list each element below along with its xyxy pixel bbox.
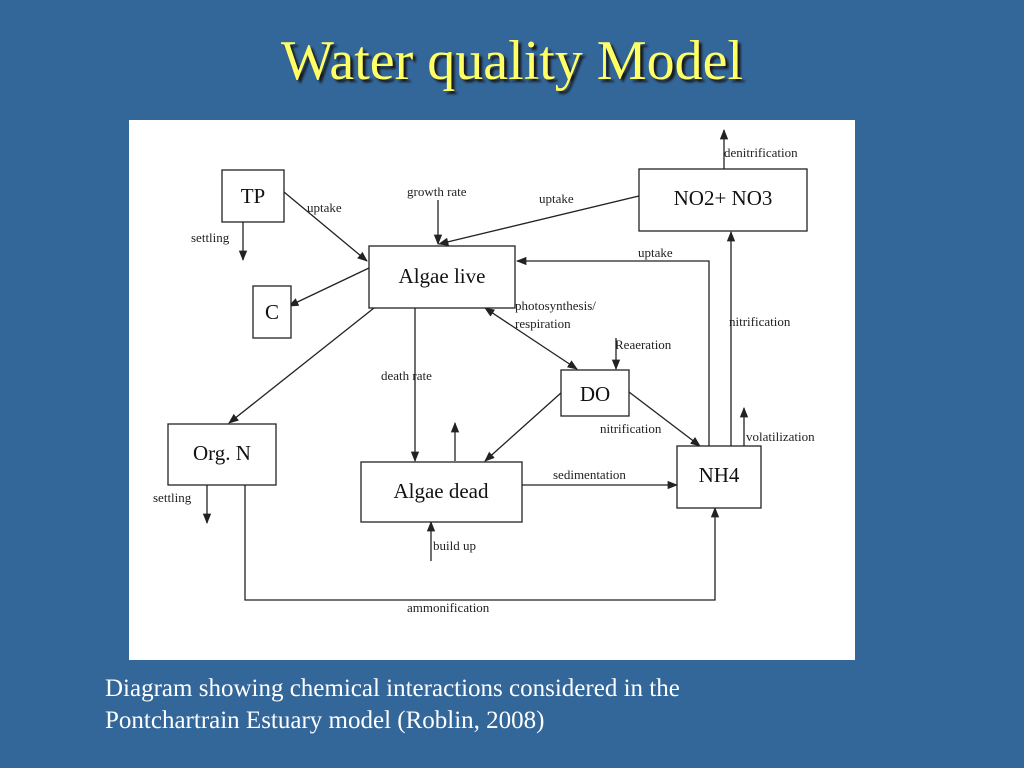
node-org-n: Org. N (167, 423, 277, 486)
node-do-label: DO (580, 382, 610, 406)
node-do: DO (560, 369, 630, 417)
label-uptake-tp: uptake (307, 200, 342, 215)
node-algae-dead: Algae dead (360, 461, 523, 523)
label-denitrification: denitrification (724, 145, 798, 160)
caption-line-1: Diagram showing chemical interactions co… (105, 675, 680, 702)
label-settling-tp: settling (191, 230, 230, 245)
node-c-label: C (265, 300, 279, 324)
label-uptake-no3: uptake (539, 191, 574, 206)
node-nh4-label: NH4 (699, 463, 740, 487)
caption-line-2: Pontchartrain Estuary model (Roblin, 200… (105, 707, 545, 734)
slide-title: Water quality Model (280, 30, 744, 92)
label-respiration: respiration (515, 316, 571, 331)
node-algae-dead-label: Algae dead (393, 479, 489, 503)
node-algae-live: Algae live (368, 245, 516, 309)
label-death-rate: death rate (381, 368, 432, 383)
label-reaeration: Reaeration (615, 337, 672, 352)
diagram-panel: TP C Algae live NO2+ NO3 DO Org. N Algae… (129, 120, 855, 660)
caption: Diagram showing chemical interactions co… (105, 673, 905, 737)
node-org-n-label: Org. N (193, 441, 251, 465)
flow-diagram: TP C Algae live NO2+ NO3 DO Org. N Algae… (153, 128, 815, 615)
edge-algae-c (288, 267, 370, 307)
label-nitrification-upper: nitrification (729, 314, 791, 329)
node-no2-no3: NO2+ NO3 (638, 168, 808, 232)
label-build-up: build up (433, 538, 476, 553)
node-tp: TP (221, 169, 285, 223)
edges (202, 128, 749, 601)
node-no2-no3-label: NO2+ NO3 (674, 186, 773, 210)
label-volatilization: volatilization (746, 429, 815, 444)
edge-no3-algae (437, 195, 640, 246)
edge-do-nh4 (628, 391, 701, 447)
edge-labels: uptake settling growth rate uptake denit… (153, 145, 815, 615)
edge-do-algaedead (484, 391, 563, 462)
edge-tp-algae (283, 191, 368, 262)
label-sedimentation: sedimentation (553, 467, 626, 482)
node-nh4: NH4 (676, 445, 762, 509)
label-settling-orgn: settling (153, 490, 192, 505)
edge-nh4-algae (515, 256, 710, 446)
edge-orgn-nh4 (244, 485, 720, 601)
edge-algae-orgn (228, 307, 375, 424)
label-growth-rate: growth rate (407, 184, 467, 199)
label-photosynthesis: photosynthesis/ (515, 298, 596, 313)
label-nitrification-lower: nitrification (600, 421, 662, 436)
label-uptake-nh4: uptake (638, 245, 673, 260)
edge-algae-do (484, 307, 578, 370)
node-tp-label: TP (241, 184, 266, 208)
label-ammonification: ammonification (407, 600, 490, 615)
node-algae-live-label: Algae live (399, 264, 486, 288)
node-c: C (252, 285, 292, 339)
